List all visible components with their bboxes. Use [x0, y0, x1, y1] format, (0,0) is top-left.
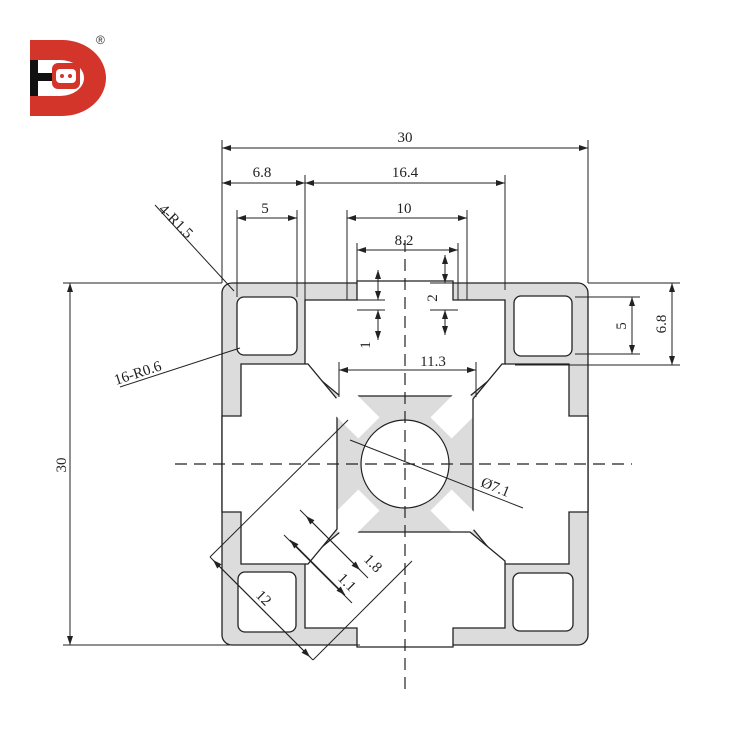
dim-line-lip-top [375, 270, 381, 300]
dim-left-wall: 6.8 [253, 165, 272, 181]
brand-logo: ® [30, 33, 106, 116]
center-hole-arm [430, 489, 483, 542]
dim-line-middle-span [305, 180, 505, 186]
dim-line-slot-opening [357, 247, 458, 253]
dim-core-width: 11.3 [420, 354, 446, 370]
dim-line-diag-1-1 [289, 539, 346, 596]
dim-slot-outer: 10 [397, 201, 412, 217]
diagonal-dimension-frame [119, 204, 524, 661]
dim-inner-radius: 16-R0.6 [112, 358, 164, 388]
dim-corner-radius: 4-R1.5 [155, 202, 195, 242]
corner-hollow [237, 571, 297, 633]
dim-line-lip2-bottom [442, 310, 448, 335]
dim-line-right-hollow [629, 297, 635, 354]
dim-line-slot-outer [347, 215, 467, 221]
center-hole-arm [430, 386, 483, 439]
dim-line-core-width [339, 367, 476, 373]
dim-line-hollow-width [237, 215, 297, 221]
dim-line-overall-width [222, 145, 588, 151]
corner-hollow [513, 295, 573, 357]
dim-hollow-width: 5 [261, 201, 269, 217]
dim-middle-span: 16.4 [392, 165, 419, 181]
dim-slot-opening: 8.2 [395, 233, 414, 249]
dim-overall-height: 30 [54, 458, 70, 473]
corner-hollow [236, 296, 298, 356]
dim-lip-depth: 2 [425, 294, 441, 302]
dim-line-lip2-top [442, 255, 448, 283]
dim-line-right-wall [669, 283, 675, 365]
corner-hollow [512, 572, 574, 632]
extension-lines [63, 140, 680, 646]
t-slot-1 [430, 295, 589, 565]
center-hole-arm [327, 489, 380, 542]
dim-overall-width: 30 [398, 130, 413, 146]
registered-mark: ® [96, 33, 105, 47]
dim-right-wall: 6.8 [654, 315, 670, 334]
dim-line-lip-bottom [375, 310, 381, 340]
dim-line-left-wall [222, 180, 305, 186]
center-hole-arm [327, 386, 380, 439]
dim-lip-thickness: 1 [358, 341, 374, 349]
dim-line-overall-height [67, 283, 73, 645]
dim-right-hollow: 5 [614, 322, 630, 330]
